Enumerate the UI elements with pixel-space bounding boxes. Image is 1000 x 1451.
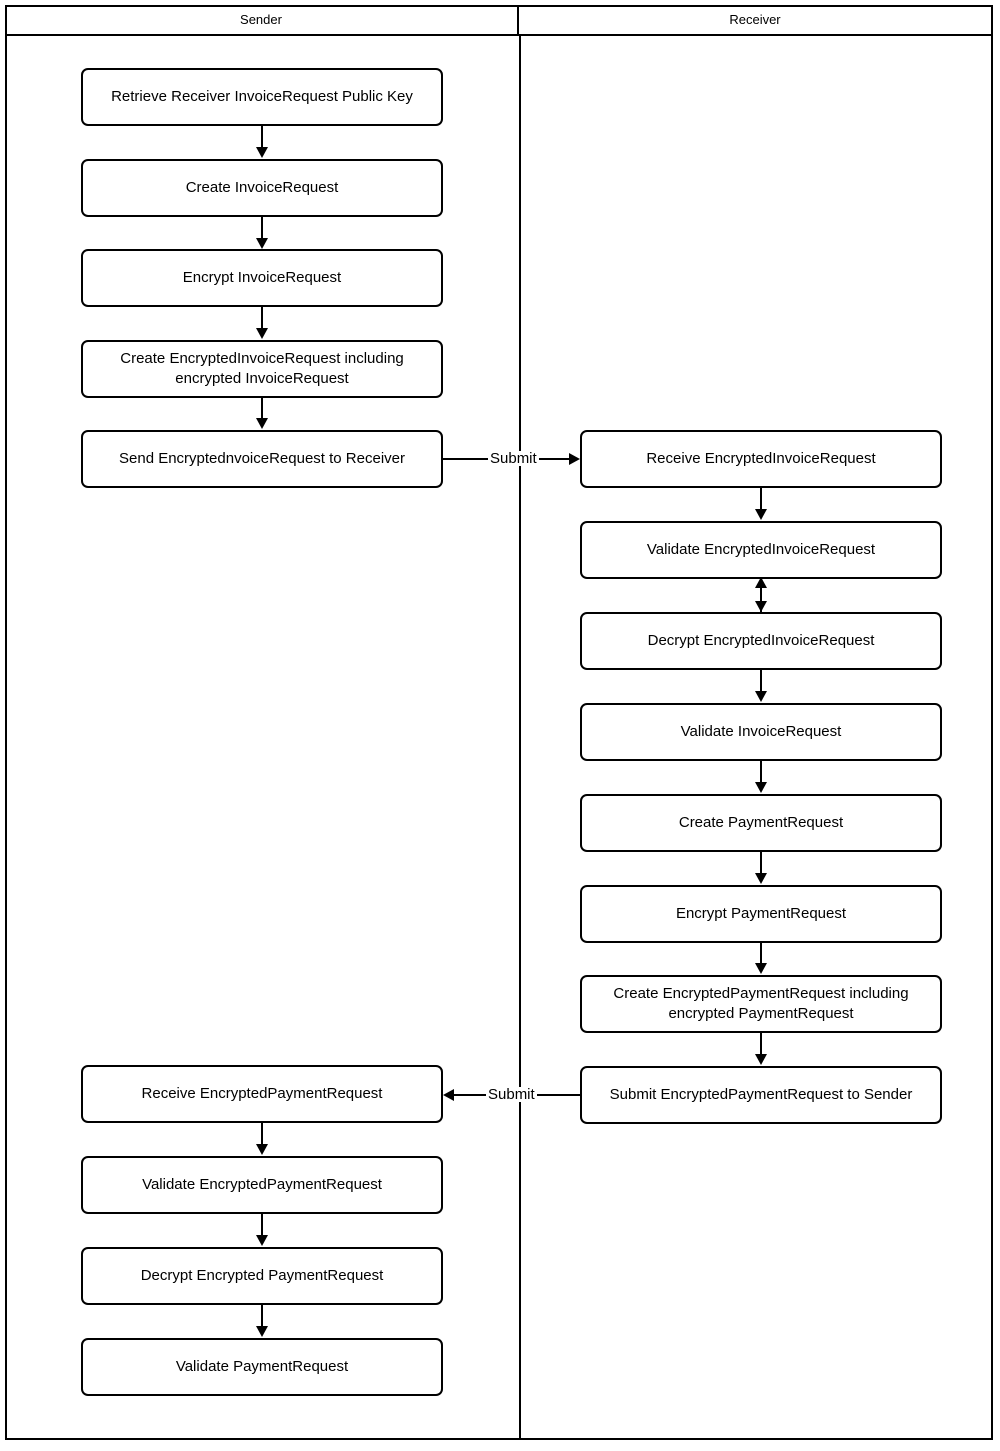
connector-r6-r7-arrowhead	[755, 963, 767, 974]
connector-r2-r3-arrowhead-up	[755, 577, 767, 588]
connector-submit-to-receiver-arrowhead	[569, 453, 580, 465]
connector-s2-s3-arrowhead	[256, 238, 268, 249]
node-decrypt-encryptedinvoicerequest[interactable]: Decrypt EncryptedInvoiceRequest	[580, 612, 942, 670]
connector-s1-s2-line	[261, 126, 263, 148]
node-validate-paymentrequest[interactable]: Validate PaymentRequest	[81, 1338, 443, 1396]
connector-r3-r4-arrowhead	[755, 691, 767, 702]
connector-r5-r6-line	[760, 852, 762, 874]
connector-s7-s8-line	[261, 1214, 263, 1236]
connector-s4-s5-line	[261, 398, 263, 419]
connector-r4-r5-arrowhead	[755, 782, 767, 793]
connector-s6-s7-arrowhead	[256, 1144, 268, 1155]
node-retrieve-receiver-public-key[interactable]: Retrieve Receiver InvoiceRequest Public …	[81, 68, 443, 126]
connector-r7-r8-line	[760, 1033, 762, 1055]
connector-r2-r3-line	[760, 579, 762, 612]
connector-s8-s9-arrowhead	[256, 1326, 268, 1337]
connector-r2-r3-arrowhead-down	[755, 601, 767, 612]
node-create-encryptedinvoicerequest[interactable]: Create EncryptedInvoiceRequest including…	[81, 340, 443, 398]
connector-submit-to-sender-arrowhead	[443, 1089, 454, 1101]
node-validate-encryptedpaymentrequest[interactable]: Validate EncryptedPaymentRequest	[81, 1156, 443, 1214]
connector-r1-r2-arrowhead	[755, 509, 767, 520]
connector-s2-s3-line	[261, 217, 263, 239]
node-encrypt-paymentrequest[interactable]: Encrypt PaymentRequest	[580, 885, 942, 943]
edge-label-submit-to-sender: Submit	[486, 1086, 537, 1103]
node-submit-encryptedpaymentrequest-to-sender[interactable]: Submit EncryptedPaymentRequest to Sender	[580, 1066, 942, 1124]
connector-r1-r2-line	[760, 488, 762, 510]
connector-s8-s9-line	[261, 1305, 263, 1327]
connector-r3-r4-line	[760, 670, 762, 692]
connector-r7-r8-arrowhead	[755, 1054, 767, 1065]
node-create-paymentrequest[interactable]: Create PaymentRequest	[580, 794, 942, 852]
lane-header-receiver: Receiver	[729, 12, 781, 27]
connector-r5-r6-arrowhead	[755, 873, 767, 884]
connector-s1-s2-arrowhead	[256, 147, 268, 158]
swimlane-header-row: Sender Receiver	[5, 5, 993, 36]
node-encrypt-invoicerequest[interactable]: Encrypt InvoiceRequest	[81, 249, 443, 307]
connector-r6-r7-line	[760, 943, 762, 964]
edge-label-submit-to-receiver: Submit	[488, 450, 539, 467]
connector-s3-s4-arrowhead	[256, 328, 268, 339]
node-validate-invoicerequest[interactable]: Validate InvoiceRequest	[580, 703, 942, 761]
lane-divider	[519, 36, 521, 1440]
node-create-invoicerequest[interactable]: Create InvoiceRequest	[81, 159, 443, 217]
connector-s7-s8-arrowhead	[256, 1235, 268, 1246]
node-create-encryptedpaymentrequest[interactable]: Create EncryptedPaymentRequest including…	[580, 975, 942, 1033]
connector-s4-s5-arrowhead	[256, 418, 268, 429]
connector-r4-r5-line	[760, 761, 762, 783]
node-validate-encryptedinvoicerequest[interactable]: Validate EncryptedInvoiceRequest	[580, 521, 942, 579]
connector-s6-s7-line	[261, 1123, 263, 1145]
node-decrypt-encrypted-paymentrequest[interactable]: Decrypt Encrypted PaymentRequest	[81, 1247, 443, 1305]
connector-s3-s4-line	[261, 307, 263, 329]
node-receive-encryptedpaymentrequest[interactable]: Receive EncryptedPaymentRequest	[81, 1065, 443, 1123]
lane-header-sender: Sender	[5, 5, 519, 34]
node-send-encryptedinvoicerequest-to-receiver[interactable]: Send EncryptednvoiceRequest to Receiver	[81, 430, 443, 488]
node-receive-encryptedinvoicerequest[interactable]: Receive EncryptedInvoiceRequest	[580, 430, 942, 488]
